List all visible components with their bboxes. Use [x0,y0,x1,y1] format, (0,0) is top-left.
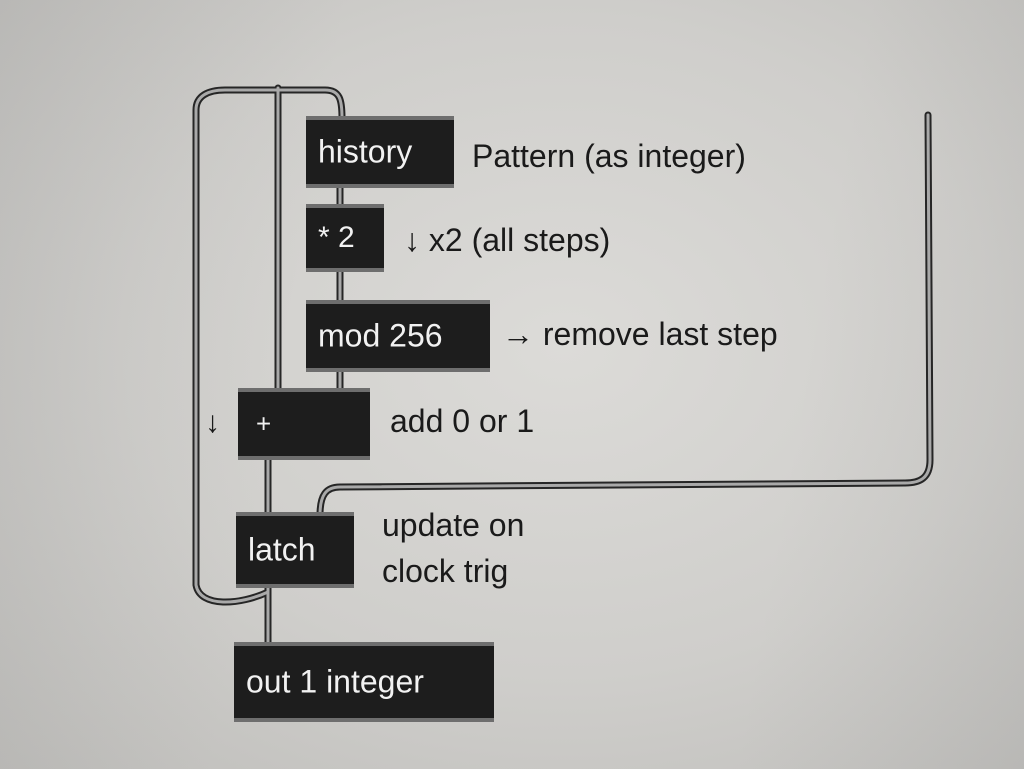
mod-object[interactable]: mod 256 [306,300,490,372]
history-object-label: history [318,133,413,170]
latch-object[interactable]: latch [236,512,354,588]
outlet-object[interactable]: out 1 integer [234,642,494,722]
history-annotation: Pattern (as integer) [472,138,746,174]
mod-annotation: → remove last step [502,316,778,352]
multiply-annotation: ↓ x2 (all steps) [404,222,611,258]
add-object[interactable]: + [238,388,370,460]
mod-object-label: mod 256 [318,317,443,354]
outlet-object-label: out 1 integer [246,663,424,700]
latch-annotation-line1: update on [382,507,525,543]
latch-object-label: latch [248,531,316,568]
add-object-label: + [256,408,272,439]
latch-annotation-line2: clock trig [382,553,509,589]
multiply-object[interactable]: * 2 [306,204,384,272]
add-annotation: add 0 or 1 [390,403,535,439]
input-arrow-label: ↓ [205,406,220,439]
history-object[interactable]: history [306,116,454,188]
multiply-object-label: * 2 [318,221,355,254]
